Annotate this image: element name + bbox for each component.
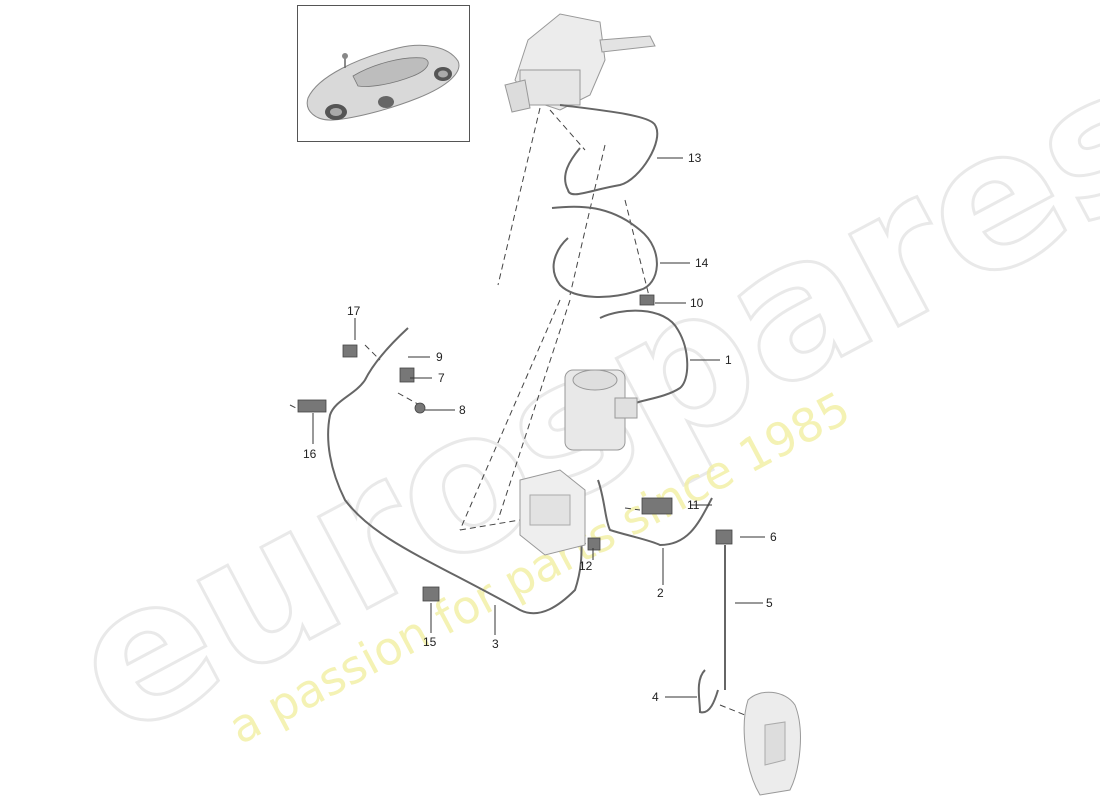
abs-unit	[564, 369, 638, 451]
callout-4: 4	[652, 690, 659, 704]
callout-7: 7	[438, 371, 445, 385]
brake-caliper	[743, 691, 801, 796]
callout-11: 11	[687, 498, 700, 512]
callout-16: 16	[303, 447, 317, 461]
bracket-6	[715, 529, 733, 545]
callout-1: 1	[725, 353, 732, 367]
callout-15: 15	[423, 635, 437, 649]
callout-17: 17	[347, 304, 361, 318]
clip-11	[641, 497, 673, 515]
callout-9: 9	[436, 350, 443, 364]
clip-15	[422, 586, 440, 602]
brake-lines	[327, 104, 726, 714]
clip-17	[342, 344, 358, 358]
car-overview-icon	[306, 44, 460, 121]
callout-3: 3	[492, 637, 499, 651]
callout-8: 8	[459, 403, 466, 417]
callout-6: 6	[770, 530, 777, 544]
callout-2: 2	[657, 586, 664, 600]
callout-14: 14	[695, 256, 709, 270]
callout-5: 5	[766, 596, 773, 610]
callout-labels: 13 14 10 1 17 9 7 8 16 11 6 12 2 5 15 3 …	[303, 151, 777, 704]
brake-master-cylinder	[504, 13, 656, 113]
clip-16	[297, 399, 327, 413]
control-unit	[519, 469, 586, 556]
vehicle-thumbnail	[297, 5, 470, 142]
bracket-7	[399, 367, 415, 383]
callout-12: 12	[579, 559, 593, 573]
clip-10	[639, 294, 655, 306]
callout-13: 13	[688, 151, 702, 165]
leader-lines	[312, 157, 765, 698]
clip-12	[587, 537, 601, 551]
clips	[297, 294, 733, 602]
bolt-8	[414, 402, 426, 414]
callout-10: 10	[690, 296, 704, 310]
